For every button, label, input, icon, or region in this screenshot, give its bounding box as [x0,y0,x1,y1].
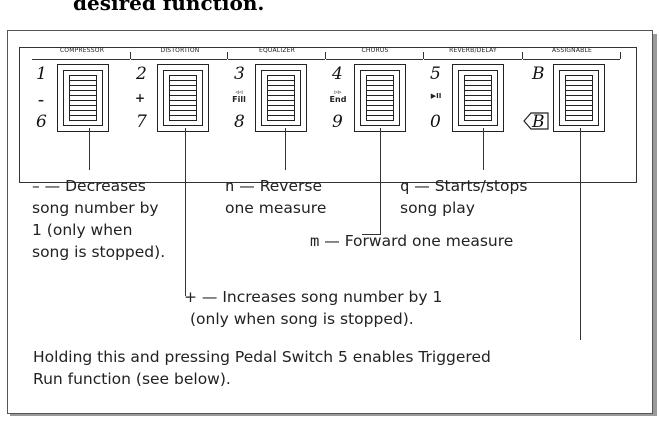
pedal-grip [267,75,295,121]
leader-line-assignable [580,128,581,340]
pedal-inner [163,70,203,126]
frame-shadow-right [652,34,657,416]
pedal-grip [169,75,197,121]
pedal-switch-5[interactable] [452,64,504,132]
minus-line1: — Decreases [39,177,146,195]
section-assignable: ASSIGNABLE [522,47,622,59]
pedal-inner [458,70,498,126]
pedal-grip [565,75,593,121]
leader-line-n [285,128,286,170]
pedal-inner [559,70,599,126]
m-description: m — Forward one measure [310,231,513,252]
m-key: m [310,232,320,250]
plus-line1: — Increases song number by 1 [197,288,443,306]
section-label: EQUALIZER [259,47,295,54]
section-compressor: COMPRESSOR [32,47,132,59]
section-underline [228,59,325,60]
pedal-switch-1[interactable] [57,64,109,132]
section-divider [620,52,621,59]
section-underline [424,59,522,60]
pedal-inner [360,70,400,126]
n-key: n [225,177,235,195]
section-underline [523,59,620,60]
plus-symbol: + [134,91,146,105]
section-divider [522,52,523,59]
section-underline [326,59,423,60]
pedal-grip [69,75,97,121]
section-label: ASSIGNABLE [552,47,592,54]
pedal-inner [261,70,301,126]
section-label: CHORUS [361,47,389,54]
q-description: q — Starts/stops [400,176,527,197]
plus-key: + [184,288,197,306]
minus-description-line2: song number by [32,199,159,217]
play-pause-icon: ▶II [430,92,442,100]
section-label: DISTORTION [160,47,200,54]
pedal-number-bottom: 6 [36,112,47,132]
pedal-number-bottom: 8 [234,112,245,132]
assignable-description-line2: Run function (see below). [33,370,231,388]
plus-description-line2: (only when song is stopped). [190,310,414,328]
pedal-grip [464,75,492,121]
heading-fragment: desired function. [73,0,265,15]
pedal-inner [63,70,103,126]
pedal-number-bottom: 0 [430,112,441,132]
n-description: n — Reverse [225,176,322,197]
section-divider [227,52,228,59]
minus-description-line4: song is stopped). [32,243,166,261]
n-line1: — Reverse [234,177,323,195]
section-underline [131,59,227,60]
section-divider [325,52,326,59]
pedal-switch-assignable[interactable] [553,64,605,132]
q-description-line2: song play [400,199,475,217]
minus-description-line3: 1 (only when [32,221,133,239]
leader-line-m-horizontal [362,234,381,235]
rewind-icon: ◃◃ [235,88,243,96]
q-line1: — Starts/stops [409,177,528,195]
section-underline [32,59,130,60]
fast-forward-icon: ▹▹ [334,88,342,96]
assignable-description: Holding this and pressing Pedal Switch 5… [33,348,491,366]
pedal-number-top: 2 [136,64,147,84]
n-description-line2: one measure [225,199,327,217]
pedal-switch-3[interactable] [255,64,307,132]
pedal-number-top: 5 [430,64,441,84]
leader-line-m [380,128,381,234]
pedal-number-bottom: 9 [332,112,343,132]
plus-description: + — Increases song number by 1 [184,287,442,308]
pedal-grip [366,75,394,121]
section-divider [423,52,424,59]
section-divider [130,52,131,59]
section-equalizer: EQUALIZER [227,47,327,59]
minus-key: – [32,177,40,195]
section-label: REVERB/DELAY [449,47,497,54]
pedalboard-panel [19,47,637,183]
section-label: COMPRESSOR [59,47,105,54]
q-key: q [400,177,410,195]
pedal-number-top: 4 [332,64,343,84]
pedal-number-top: 3 [234,64,245,84]
bank-b-arrow-icon [523,112,549,130]
pedal-switch-4[interactable] [354,64,406,132]
m-line1: — Forward one measure [319,232,514,250]
minus-symbol: – [38,93,44,107]
leader-line-q [483,128,484,170]
leader-line-minus [89,128,90,170]
section-distortion: DISTORTION [130,47,230,59]
pedal-number-bottom: 7 [136,112,147,132]
bank-b-label-top: B [532,64,545,84]
pedal-switch-2[interactable] [157,64,209,132]
fill-label: Fill [232,95,246,104]
end-label: End [329,95,347,104]
bank-b-label-bottom: B [532,112,545,132]
pedal-number-top: 1 [36,64,47,84]
minus-description: – — Decreases [32,176,146,197]
section-chorus: CHORUS [325,47,425,59]
leader-line-plus [185,128,186,296]
section-reverb-delay: REVERB/DELAY [423,47,523,59]
